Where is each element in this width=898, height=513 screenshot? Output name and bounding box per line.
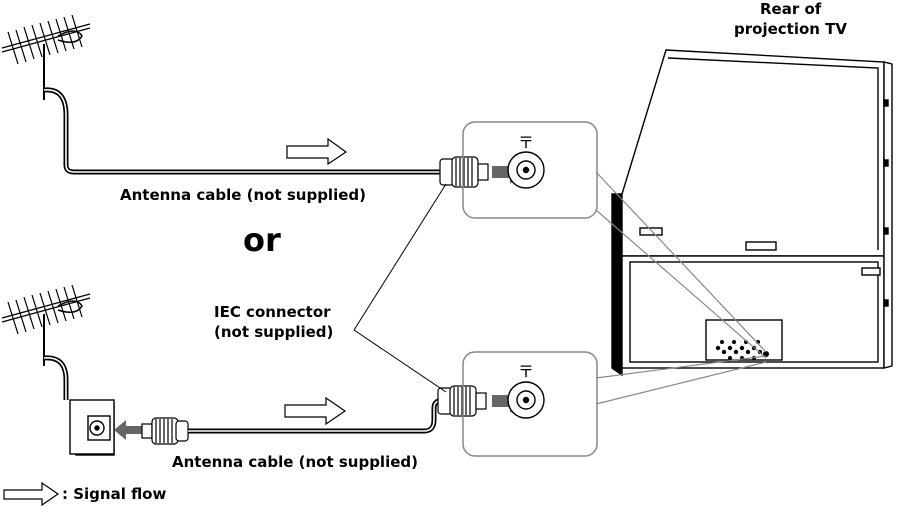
tv-label-line1: Rear of	[760, 0, 822, 18]
projection-tv-rear-icon	[611, 49, 893, 377]
top-signal-flow-arrow	[286, 137, 348, 166]
bottom-antenna-cable-label: Antenna cable (not supplied)	[172, 453, 418, 471]
callout-lines	[595, 171, 767, 405]
top-antenna-input-panel	[462, 121, 598, 219]
iec-leader-lines	[353, 183, 447, 393]
outlet-connect-arrow	[114, 420, 142, 440]
or-label: or	[243, 221, 281, 259]
top-iec-plug	[439, 156, 489, 188]
bottom-signal-flow-arrow	[284, 396, 347, 426]
bottom-left-plug	[141, 417, 189, 445]
iec-connector-label-line1: IEC connector	[214, 303, 331, 321]
wall-outlet-icon	[69, 399, 115, 456]
bottom-antenna-jack	[507, 381, 545, 419]
bottom-jack-symbol: 〒	[518, 362, 534, 381]
legend-signal-flow-arrow	[3, 481, 60, 507]
top-jack-symbol: 〒	[518, 133, 534, 152]
top-antenna-jack	[507, 151, 545, 189]
legend-label: : Signal flow	[62, 485, 167, 503]
top-antenna-icon	[1, 14, 91, 100]
bottom-antenna-icon	[1, 284, 91, 366]
bottom-iec-plug	[437, 385, 487, 417]
top-antenna-cable-label: Antenna cable (not supplied)	[120, 186, 366, 204]
top-antenna-cable	[43, 87, 448, 175]
tv-label-line2: projection TV	[734, 20, 848, 38]
iec-connector-label-line2: (not supplied)	[214, 323, 334, 341]
